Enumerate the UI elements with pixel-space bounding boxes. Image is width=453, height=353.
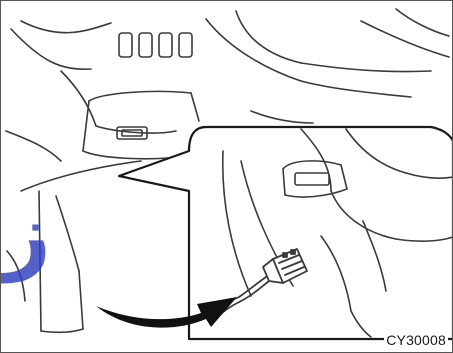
watermark: زادروفار <box>1 185 51 284</box>
steering-column-outline <box>11 9 449 133</box>
dash-vent-row <box>119 33 192 57</box>
figure-code-label: CY30008 <box>384 332 448 348</box>
zoom-callout-bubble <box>119 127 453 339</box>
svg-text:زادروفار: زادروفار <box>1 185 51 284</box>
